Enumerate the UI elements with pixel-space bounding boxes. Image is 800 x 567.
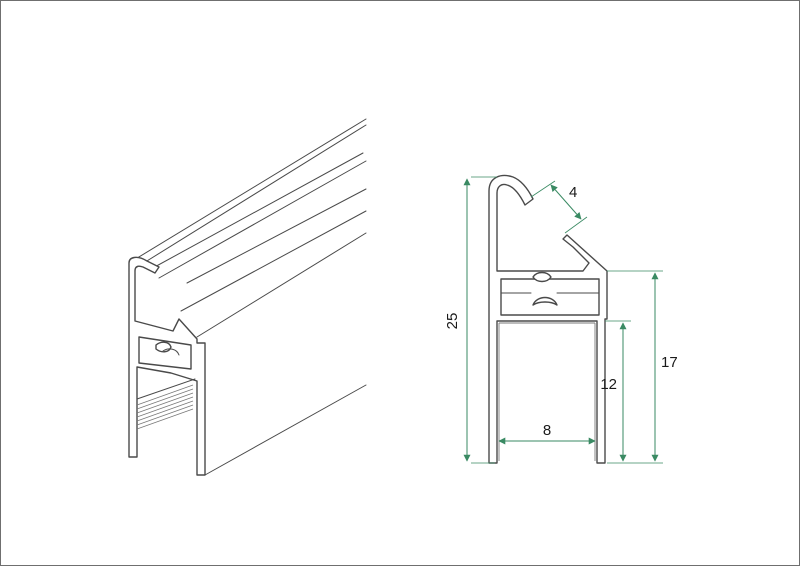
section-key-bottom (532, 296, 558, 306)
inner-wall-hatching (136, 384, 194, 430)
lip-back-edge (128, 118, 367, 264)
dim-channel-height-label: 12 (600, 376, 617, 393)
ext-4-b (564, 216, 588, 234)
section-key-top (532, 271, 552, 283)
ext-4-a (530, 180, 556, 198)
section-profile-view: 25 17 12 8 4 (444, 174, 678, 464)
dim-lower-height-label: 17 (661, 354, 678, 371)
lip-curl-edge (158, 160, 367, 279)
bevel-bottom-edge (196, 232, 367, 338)
face-bottom-edge (204, 384, 367, 476)
dim-channel-width-label: 8 (543, 422, 551, 439)
isometric-profile-view (128, 118, 367, 476)
chamber-key-lower (162, 348, 180, 356)
bevel-top-edge (180, 210, 367, 312)
dim-lip-gap-label: 4 (569, 184, 577, 201)
dim-line-gap (550, 184, 582, 220)
section-chamber (500, 278, 600, 316)
profile-outline (488, 174, 608, 464)
groove-edge (186, 188, 367, 284)
dim-overall-height-label: 25 (444, 313, 461, 330)
lip-inner-edge (133, 124, 367, 270)
lip-front-edge (150, 152, 364, 270)
inner-wall-top (136, 378, 196, 400)
chamber (138, 336, 192, 370)
